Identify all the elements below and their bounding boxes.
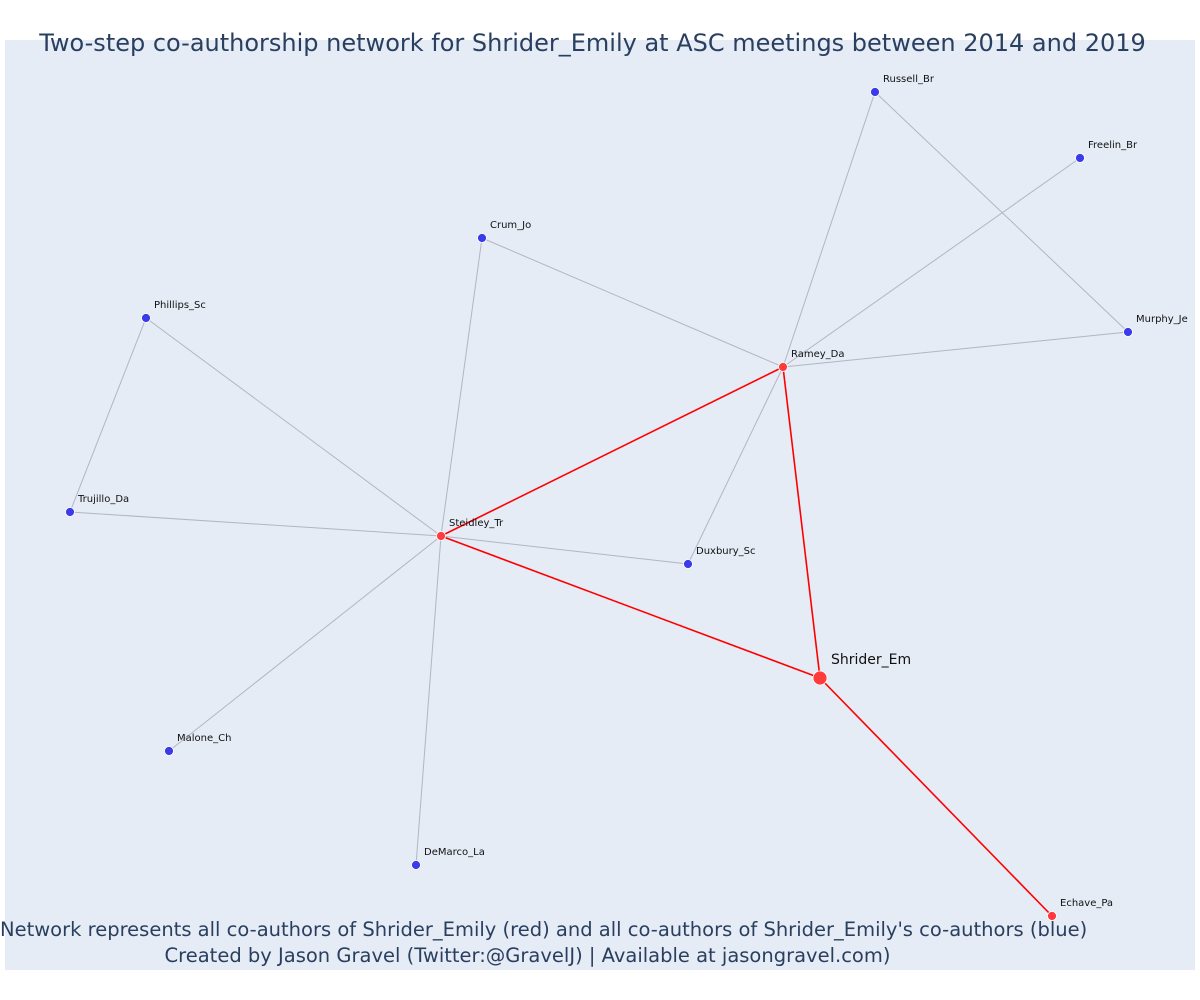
edge-steidley_tr-malone_ch xyxy=(168,535,442,752)
edge-ramey_da-freelin_br xyxy=(782,157,1081,368)
edge-steidley_tr-phillips_sc xyxy=(145,317,442,537)
node-label-steidley-tr: Steidley_Tr xyxy=(449,518,504,529)
node-label-trujillo-da: Trujillo_Da xyxy=(77,494,129,505)
node-ramey-da[interactable] xyxy=(778,362,788,372)
node-echave-pa[interactable] xyxy=(1047,911,1057,921)
node-russell-br[interactable] xyxy=(870,87,880,97)
edge-shrider_em-echave_pa xyxy=(819,677,1053,917)
node-crum-jo[interactable] xyxy=(477,233,487,243)
node-murphy-je[interactable] xyxy=(1123,327,1133,337)
node-label-crum-jo: Crum_Jo xyxy=(490,220,531,231)
node-shrider-em[interactable] xyxy=(812,670,828,686)
edge-steidley_tr-crum_jo xyxy=(440,237,483,537)
plot-background xyxy=(5,40,1195,970)
edge-ramey_da-crum_jo xyxy=(481,237,784,368)
node-duxbury-sc[interactable] xyxy=(683,559,693,569)
edge-ramey_da-murphy_je xyxy=(782,331,1129,368)
edge-steidley_tr-trujillo_da xyxy=(69,511,442,537)
node-demarco-la[interactable] xyxy=(411,860,421,870)
chart-title: Two-step co-authorship network for Shrid… xyxy=(39,29,1146,57)
caption-line-1: Network represents all co-authors of Shr… xyxy=(0,918,1088,941)
edges-layer xyxy=(69,91,1129,917)
node-malone-ch[interactable] xyxy=(164,746,174,756)
node-label-malone-ch: Malone_Ch xyxy=(177,733,231,744)
node-label-phillips-sc: Phillips_Sc xyxy=(154,300,206,311)
edge-steidley_tr-demarco_la xyxy=(415,535,442,866)
edge-ramey_da-steidley_tr xyxy=(440,366,784,537)
edge-russell_br-murphy_je xyxy=(874,91,1129,333)
node-label-duxbury-sc: Duxbury_Sc xyxy=(696,546,756,557)
caption-line-2: Created by Jason Gravel (Twitter:@Gravel… xyxy=(164,944,891,967)
edge-steidley_tr-duxbury_sc xyxy=(440,535,689,565)
edge-shrider_em-steidley_tr xyxy=(440,535,821,679)
edge-ramey_da-russell_br xyxy=(782,91,876,368)
node-label-echave-pa: Echave_Pa xyxy=(1060,898,1113,909)
node-label-freelin-br: Freelin_Br xyxy=(1088,140,1138,151)
node-label-russell-br: Russell_Br xyxy=(883,74,935,85)
node-label-ramey-da: Ramey_Da xyxy=(791,349,845,360)
node-label-murphy-je: Murphy_Je xyxy=(1136,314,1188,325)
node-steidley-tr[interactable] xyxy=(436,531,446,541)
node-trujillo-da[interactable] xyxy=(65,507,75,517)
node-label-demarco-la: DeMarco_La xyxy=(424,847,485,858)
node-phillips-sc[interactable] xyxy=(141,313,151,323)
node-label-shrider-em: Shrider_Em xyxy=(831,652,911,668)
edge-shrider_em-ramey_da xyxy=(782,366,821,679)
edge-ramey_da-duxbury_sc xyxy=(687,366,784,565)
node-freelin-br[interactable] xyxy=(1075,153,1085,163)
edge-phillips_sc-trujillo_da xyxy=(69,317,147,513)
